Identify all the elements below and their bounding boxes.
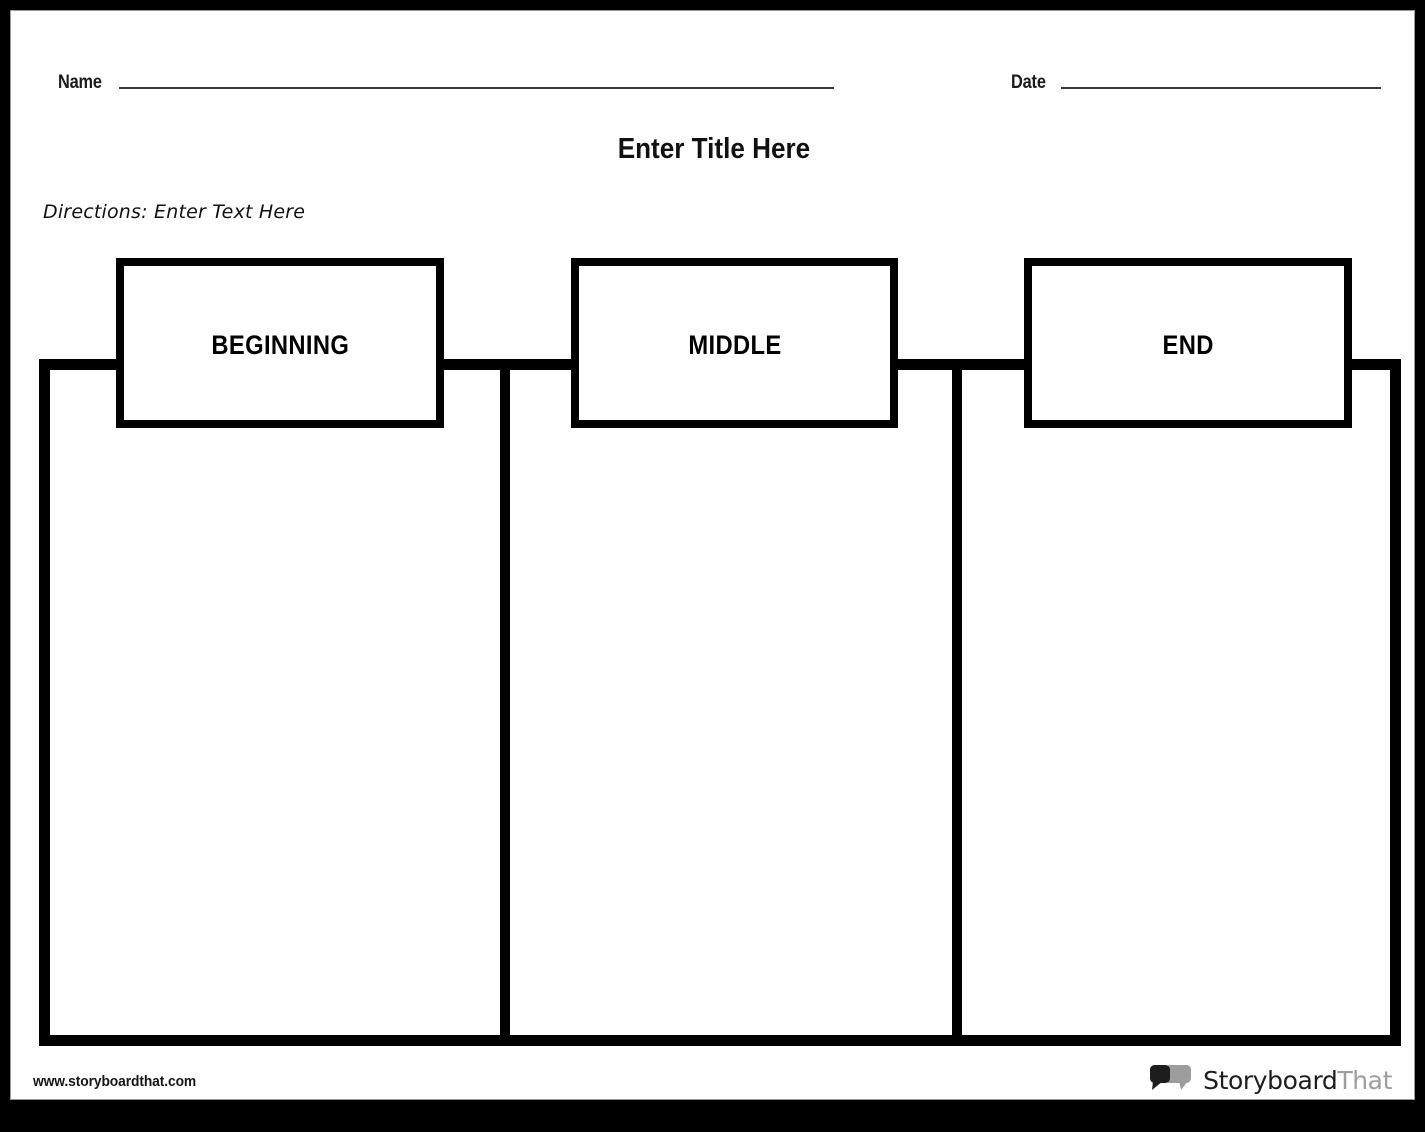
stage-box-end[interactable]: END	[1024, 258, 1352, 428]
column-divider-1	[500, 370, 510, 1035]
date-write-line[interactable]	[1061, 87, 1382, 89]
stage-label-end: END	[1162, 330, 1214, 360]
stage-label-beginning: BEGINNING	[211, 330, 349, 360]
worksheet-title[interactable]: Enter Title Here	[11, 133, 1414, 166]
stage-box-middle[interactable]: MIDDLE	[571, 258, 898, 428]
name-write-line[interactable]	[118, 87, 834, 89]
directions-text[interactable]: Directions: Enter Text Here	[43, 201, 306, 223]
brand-wordmark: StoryboardThat	[1203, 1068, 1392, 1093]
brand-logo[interactable]: StoryboardThat	[1148, 1063, 1392, 1098]
worksheet-title-text: Enter Title Here	[617, 133, 810, 165]
worksheet-canvas: Name Date Enter Title Here Directions: E…	[10, 10, 1415, 1100]
date-label: Date	[1011, 72, 1046, 93]
footer-url[interactable]: www.storyboardthat.com	[33, 1073, 210, 1090]
name-label: Name	[58, 72, 102, 93]
column-divider-2	[952, 370, 962, 1035]
brand-secondary-text: That	[1337, 1066, 1392, 1095]
stage-label-middle: MIDDLE	[687, 330, 782, 360]
speech-bubbles-icon	[1148, 1063, 1194, 1098]
date-field[interactable]: Date	[1011, 72, 1382, 93]
brand-primary-text: Storyboard	[1203, 1066, 1338, 1095]
name-field[interactable]: Name	[58, 73, 834, 92]
page-bottom-border	[0, 1100, 1425, 1132]
stage-box-beginning[interactable]: BEGINNING	[116, 258, 444, 428]
footer-url-text: www.storyboardthat.com	[33, 1073, 197, 1090]
organizer-table	[39, 359, 1401, 1046]
